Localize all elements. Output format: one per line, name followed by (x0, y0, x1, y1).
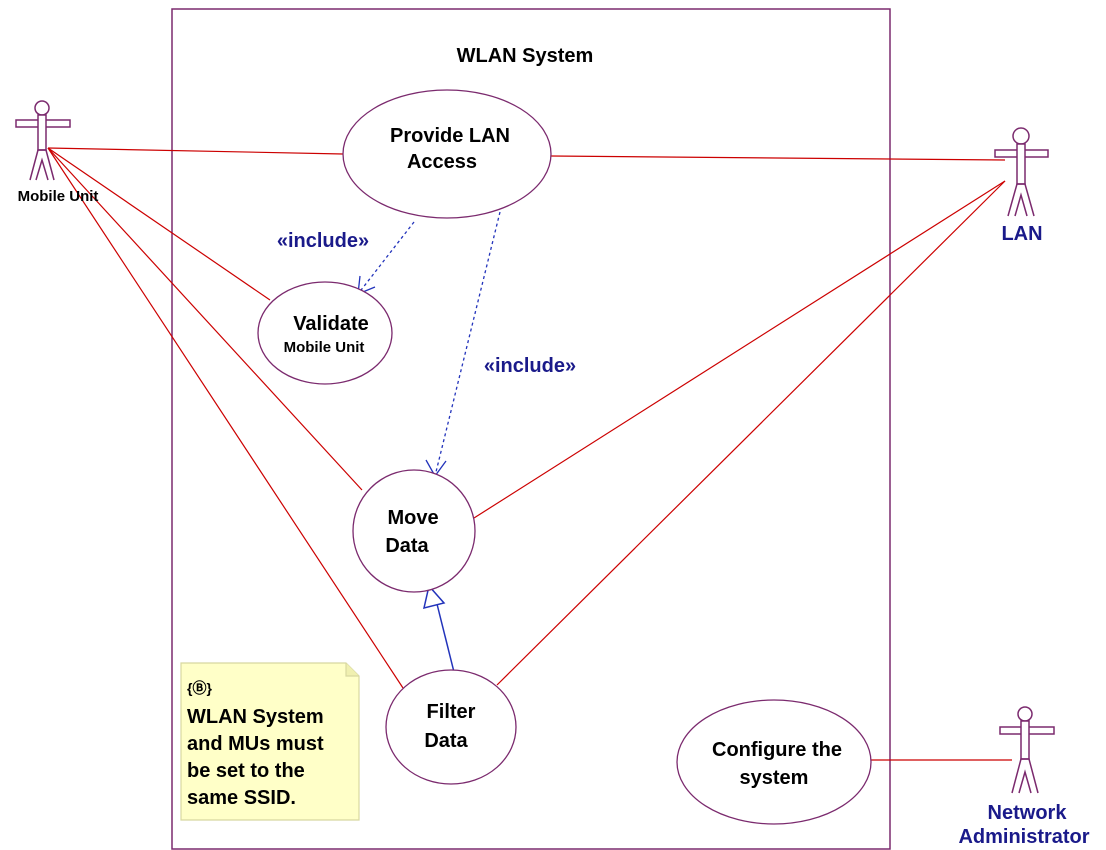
note-line: be set to the (187, 760, 305, 782)
use-case-move-data[interactable]: Move Data (352, 469, 476, 593)
use-case-label: Move (387, 507, 438, 529)
use-case-label: Access (407, 151, 477, 173)
use-case-label: Validate (293, 313, 369, 335)
use-case-label: Configure the (712, 739, 842, 761)
associations (47, 147, 1012, 761)
actor-legs (1011, 758, 1039, 794)
assoc-mobile-provide[interactable] (47, 147, 344, 155)
system-boundary (171, 8, 891, 850)
use-case-label: Data (385, 535, 429, 557)
generalization (422, 584, 455, 673)
use-case-label: Provide LAN (390, 125, 510, 147)
use-case-label: system (740, 767, 809, 789)
actor-label-network-administrator-2: Administrator (958, 826, 1089, 848)
actor-mobile-unit[interactable] (15, 100, 71, 181)
actor-lan[interactable] (994, 127, 1049, 217)
actor-head (1017, 706, 1033, 722)
include-label-1: «include» (277, 230, 369, 252)
actor-legs-inner (1014, 192, 1028, 217)
assoc-mobile-move[interactable] (47, 147, 363, 491)
include-arrow-move[interactable] (434, 211, 501, 477)
use-case-label: Mobile Unit (284, 339, 365, 356)
actor-head (1012, 127, 1030, 145)
note-body (180, 662, 360, 821)
actor-body (37, 114, 47, 151)
note[interactable]: {Ⓑ} WLAN System and MUs must be set to t… (180, 662, 360, 821)
actor-legs (1007, 183, 1035, 217)
actor-label-lan: LAN (1001, 223, 1042, 245)
assoc-filter-lan[interactable] (496, 180, 1006, 686)
use-case-validate-mobile-unit[interactable]: Validate Mobile Unit (257, 281, 393, 385)
note-line: WLAN System (187, 706, 324, 728)
use-case-provide-lan-access[interactable]: Provide LAN Access (342, 89, 552, 219)
actor-head (34, 100, 50, 116)
note-marker: {Ⓑ} (187, 680, 212, 696)
actor-label-mobile-unit: Mobile Unit (18, 188, 99, 205)
actor-legs-inner (1018, 769, 1032, 794)
include-label-2: «include» (484, 355, 576, 377)
actor-label-network-administrator-1: Network (988, 802, 1068, 824)
generalization-arrowhead (422, 584, 446, 610)
actor-body (1016, 143, 1026, 185)
use-case-filter-data[interactable]: Filter Data (385, 669, 517, 785)
actor-legs (29, 149, 55, 181)
system-title: WLAN System (457, 45, 594, 67)
assoc-mobile-filter[interactable] (47, 147, 404, 689)
actor-network-administrator[interactable] (999, 706, 1055, 794)
assoc-provide-lan[interactable] (550, 155, 1006, 161)
actor-body (1020, 720, 1030, 760)
assoc-move-lan[interactable] (473, 180, 1006, 519)
use-case-label: Filter (427, 701, 476, 723)
note-line: same SSID. (187, 787, 296, 809)
note-fold (345, 663, 359, 677)
assoc-mobile-validate[interactable] (47, 147, 271, 301)
generalization-line[interactable] (435, 599, 455, 673)
actor-legs-inner (35, 157, 49, 181)
note-line: and MUs must (187, 733, 324, 755)
use-case-label: Data (424, 730, 468, 752)
use-case-configure-the-system[interactable]: Configure the system (676, 699, 872, 825)
